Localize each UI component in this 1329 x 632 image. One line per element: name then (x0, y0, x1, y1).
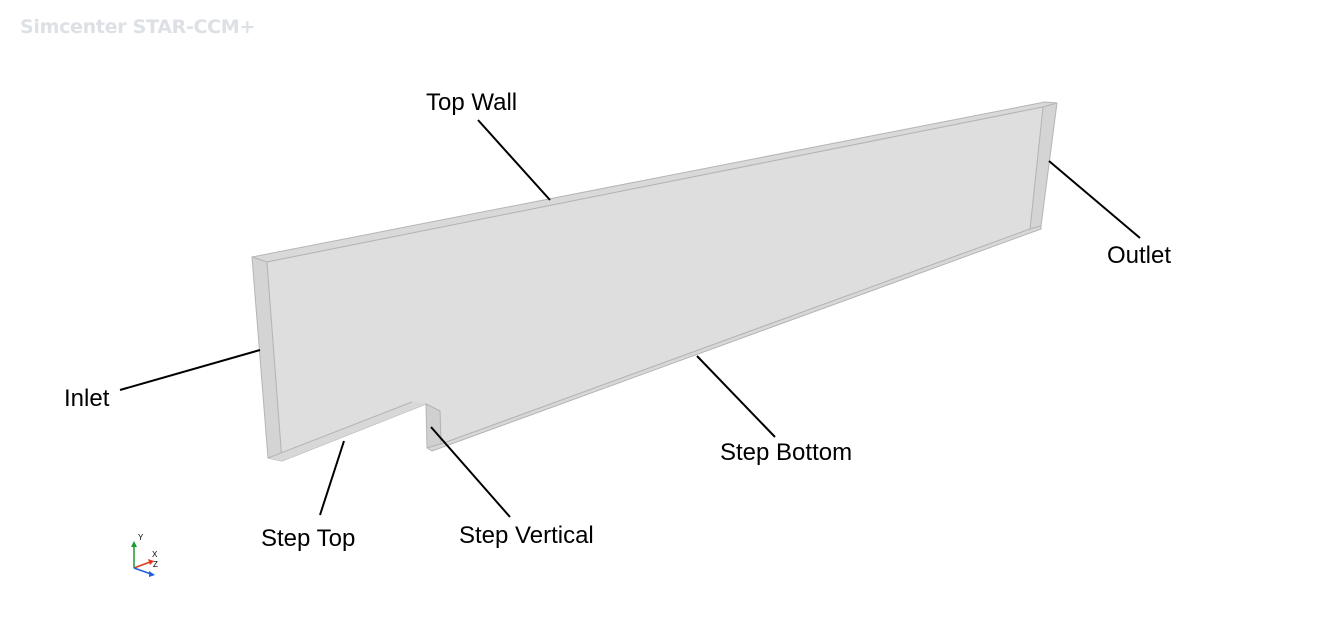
label-step-bottom: Step Bottom (720, 439, 853, 466)
label-top-wall: Top Wall (426, 89, 518, 116)
leader-inlet (119, 349, 261, 391)
step-top-edge (267, 401, 413, 459)
axis-triad-icon (131, 541, 155, 577)
leader-step-top (319, 440, 345, 516)
z-axis-arrow (133, 567, 152, 575)
label-inlet: Inlet (64, 385, 110, 412)
leader-top-wall (477, 119, 551, 201)
triad-y-label: Y (138, 533, 144, 542)
label-outlet: Outlet (1107, 242, 1172, 269)
triad-x-label: X (152, 550, 158, 559)
domain-geometry (251, 101, 1058, 462)
z-axis-arrowhead (149, 571, 155, 577)
leader-outlet (1048, 160, 1141, 239)
leader-step-bottom (696, 355, 776, 438)
triad-z-label: Z (153, 560, 158, 569)
app-logo: Simcenter STAR-CCM+ (20, 16, 256, 38)
leader-step-vertical (430, 426, 511, 518)
main-face (266, 106, 1044, 462)
step-top-face (268, 401, 426, 461)
leader-lines (119, 119, 1141, 518)
y-axis-arrowhead (131, 541, 137, 547)
step-vertical-face (425, 403, 442, 449)
step-bottom-face (426, 225, 1042, 452)
label-step-vertical: Step Vertical (459, 522, 594, 549)
x-axis-arrowhead (148, 559, 154, 565)
label-step-top: Step Top (261, 525, 356, 552)
x-axis-arrow (133, 561, 151, 569)
